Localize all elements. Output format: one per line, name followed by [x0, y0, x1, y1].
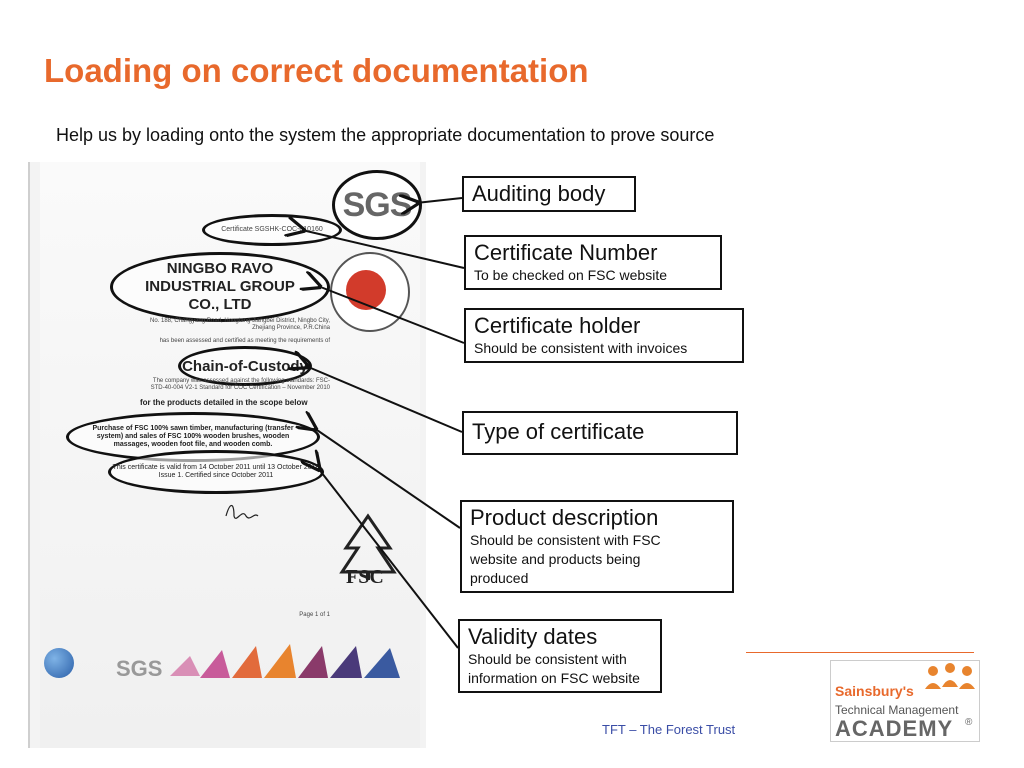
sgs-footer-text: SGS — [116, 656, 163, 681]
callout-detail: Should be consistent with invoices — [474, 340, 688, 356]
holder-address: No. 188, Changyang Road, Hongtang Jiangb… — [150, 318, 330, 331]
arrow-validity-dates — [318, 468, 459, 649]
tft-label: TFT – The Forest Trust — [602, 722, 736, 737]
academy-line1: Sainsbury's — [835, 683, 914, 699]
accent-divider — [746, 652, 974, 653]
issue-text: Issue 1. Certified since October 2011 — [158, 472, 274, 479]
academy-line3: ACADEMY — [835, 716, 954, 741]
birds-band-image — [170, 644, 400, 678]
validity-block: This certificate is valid from 14 Octobe… — [113, 464, 320, 480]
scope-text: Purchase of FSC 100% sawn timber, manufa… — [92, 425, 294, 448]
callout-auditing-body: Auditing body — [462, 176, 636, 212]
check-badge-icon — [346, 270, 386, 310]
footer-page: Page 1 of 1 — [299, 612, 330, 618]
arrow-product-description — [314, 428, 461, 529]
holder-name: NINGBO RAVO INDUSTRIAL GROUP CO., LTD — [145, 260, 295, 313]
registered-mark: ® — [965, 717, 973, 728]
arrow-type-of-certificate — [306, 366, 463, 433]
arrow-certificate-holder — [318, 286, 465, 344]
academy-logo: Sainsbury's Technical Management ACADEMY… — [830, 660, 980, 742]
assessed-text: has been assessed and certified as meeti… — [159, 338, 330, 344]
fsc-label: FSC — [346, 566, 384, 588]
callout-detail: Should be consistent with information on… — [468, 651, 640, 686]
cert-type-text: Chain-of-Custody — [182, 357, 308, 375]
cert-number-text: Certificate SGSHK-COC-010160 — [221, 226, 323, 233]
people-icon — [925, 663, 975, 689]
scope-intro: for the products detailed in the scope b… — [140, 398, 308, 407]
arrow-auditing-body — [416, 198, 463, 203]
callout-heading: Validity dates — [468, 624, 598, 649]
callout-heading: Certificate holder — [474, 313, 641, 338]
validity-oval: This certificate is valid from 14 Octobe… — [108, 450, 324, 494]
callout-heading: Product description — [470, 505, 659, 530]
fsc-badge — [330, 252, 410, 332]
validity-text: This certificate is valid from 14 Octobe… — [112, 464, 320, 471]
callout-heading: Auditing body — [472, 181, 606, 206]
certificate-image: SGS Certificate SGSHK-COC-010160 NINGBO … — [28, 162, 426, 748]
standards-text: The company was assessed against the fol… — [150, 378, 330, 391]
callout-heading: Certificate Number — [474, 240, 658, 265]
slide-title: Loading on correct documentation — [44, 52, 589, 89]
callout-detail: Should be consistent with FSC website an… — [470, 532, 661, 586]
callout-heading: Type of certificate — [472, 419, 645, 444]
callout-detail: To be checked on FSC website — [474, 267, 667, 283]
academy-line2: Technical Management — [835, 703, 959, 717]
signature-image — [225, 504, 259, 519]
globe-icon — [44, 648, 74, 678]
callout-certificate-holder: Certificate holder Should be consistent … — [464, 308, 744, 363]
callout-product-description: Product description Should be consistent… — [460, 500, 734, 593]
cert-number-oval: Certificate SGSHK-COC-010160 — [202, 214, 342, 246]
fsc-tree-logo — [339, 513, 397, 580]
holder-oval: NINGBO RAVO INDUSTRIAL GROUP CO., LTD — [110, 252, 330, 322]
callout-validity-dates: Validity dates Should be consistent with… — [458, 619, 662, 693]
callout-certificate-number: Certificate Number To be checked on FSC … — [464, 235, 722, 290]
slide-subtitle: Help us by loading onto the system the a… — [56, 125, 715, 145]
arrow-certificate-number — [302, 230, 465, 269]
callout-type-of-certificate: Type of certificate — [462, 411, 738, 455]
